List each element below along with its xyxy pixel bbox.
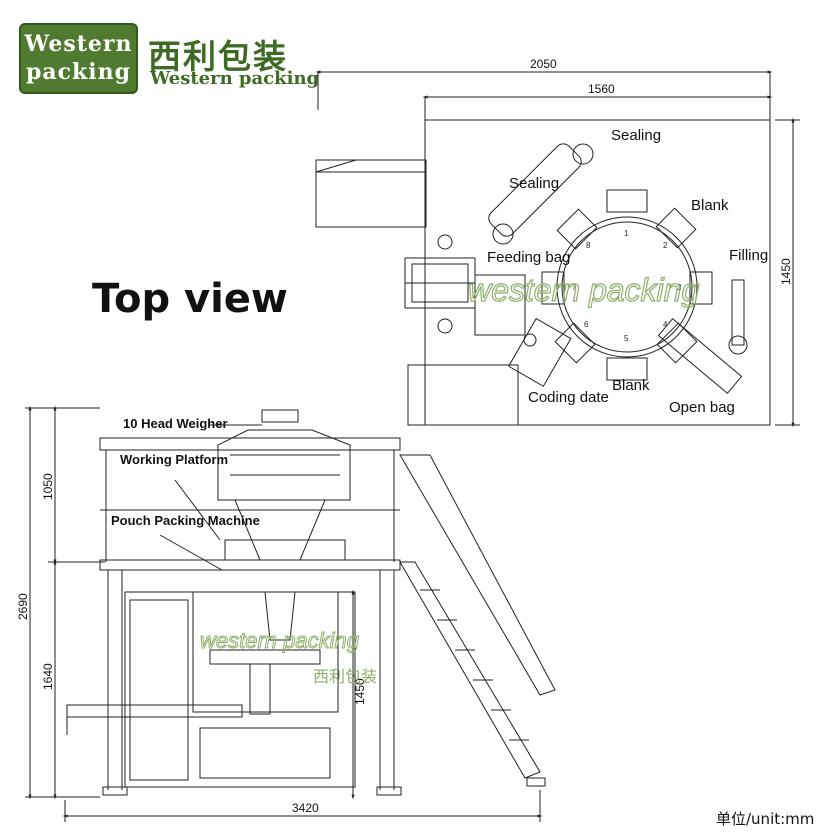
dim-width-outer: 2050 — [530, 57, 557, 71]
front-view-labels: 10 Head Weigher Working Platform Pouch P… — [111, 416, 260, 528]
top-view-dimensions: 2050 1560 1450 — [530, 57, 793, 285]
label-open-bag: Open bag — [669, 399, 735, 416]
label-blank-top: Blank — [691, 197, 729, 214]
label-working-platform: Working Platform — [120, 452, 228, 467]
station-number: 1 — [624, 229, 629, 238]
label-pouch-packing-machine: Pouch Packing Machine — [111, 513, 260, 528]
top-view-station-labels: Sealing Sealing Blank Filling Feeding ba… — [487, 127, 768, 416]
dim-machine-height: 1450 — [353, 678, 367, 705]
dim-lower-height: 1640 — [41, 663, 55, 690]
logo-line-2: packing — [25, 59, 131, 85]
logo-line-1: Western — [24, 31, 133, 57]
watermark-top: western packing — [468, 272, 699, 308]
top-view-station-numbers: 1 2 3 4 5 6 7 8 — [572, 229, 682, 343]
watermark-front-cn: 西利包装 — [313, 668, 377, 686]
dim-height-top: 1450 — [779, 258, 793, 285]
station-number: 4 — [663, 320, 668, 329]
front-view-drawing — [25, 405, 556, 822]
label-sealing-left: Sealing — [509, 175, 559, 192]
station-number: 2 — [663, 241, 668, 250]
station-number: 3 — [677, 283, 682, 292]
dim-upper-height: 1050 — [41, 473, 55, 500]
watermark-front-en: western packing — [200, 628, 360, 653]
dim-total-height: 2690 — [16, 593, 30, 620]
view-title: Top view — [92, 276, 288, 322]
dim-width: 3420 — [292, 801, 319, 815]
front-view-dimensions: 2690 1050 1640 1450 3420 — [16, 473, 367, 815]
label-weigher: 10 Head Weigher — [123, 416, 228, 431]
station-number: 5 — [624, 334, 629, 343]
station-number: 8 — [586, 241, 591, 250]
unit-label: 单位/unit:mm — [716, 810, 815, 828]
station-number: 6 — [584, 320, 589, 329]
brand-name-cn: 西利包装 — [148, 37, 288, 76]
label-feeding-bag: Feeding bag — [487, 249, 570, 266]
station-number: 7 — [572, 283, 577, 292]
dim-width-inner: 1560 — [588, 82, 615, 96]
label-coding-date: Coding date — [528, 389, 609, 406]
label-sealing-top: Sealing — [611, 127, 661, 144]
brand-logo: Western packing — [19, 23, 138, 94]
top-view-drawing — [315, 70, 800, 428]
label-blank-bottom: Blank — [612, 377, 650, 394]
label-filling: Filling — [729, 247, 768, 264]
brand-name-en: Western packing — [150, 68, 320, 89]
front-view-leaders — [159, 424, 262, 571]
